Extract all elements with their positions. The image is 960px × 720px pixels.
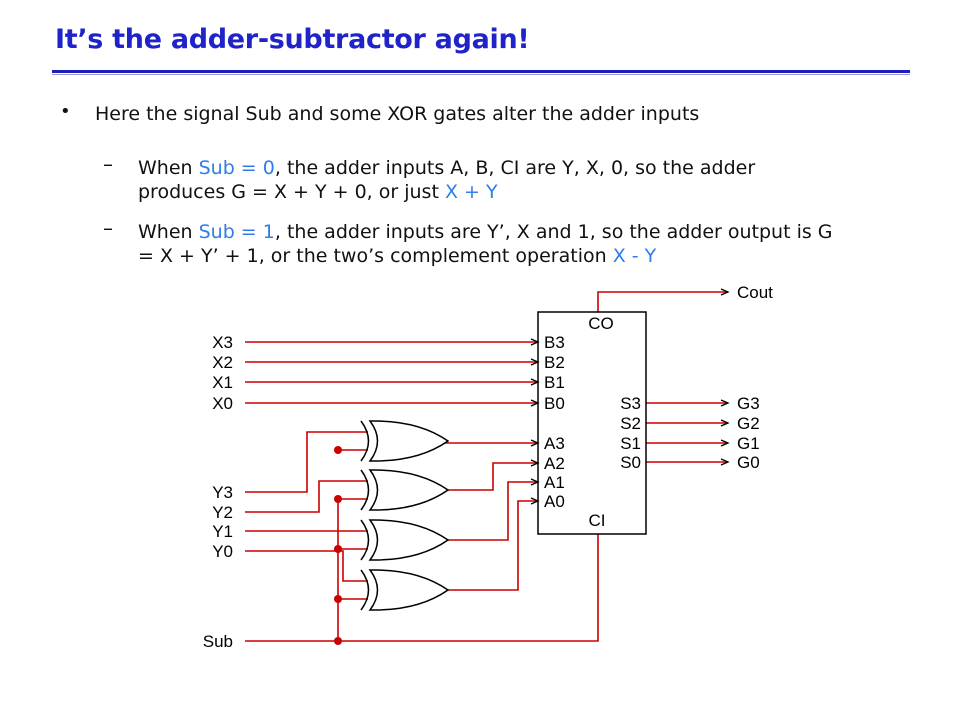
xor-gate-input-arc bbox=[360, 469, 370, 511]
g-output-label: G0 bbox=[737, 453, 760, 472]
sub2-text-c: = X + Y’ + 1, or the two’s complement op… bbox=[138, 245, 613, 267]
g-output-label: G3 bbox=[737, 394, 760, 413]
xor-gate bbox=[368, 519, 450, 561]
bullet-dot: • bbox=[60, 101, 71, 122]
junction-dot bbox=[334, 637, 342, 645]
x-input-label: X0 bbox=[212, 394, 233, 413]
adder-pin-a: A3 bbox=[544, 434, 565, 453]
y-input-label: Y3 bbox=[212, 483, 233, 502]
title-underline-shadow bbox=[52, 74, 910, 75]
sub-bullet-1-line-2: produces G = X + Y + 0, or just X + Y bbox=[138, 180, 913, 204]
xor-output-wire bbox=[439, 440, 538, 444]
sum-output-arrow bbox=[720, 458, 730, 466]
sub-bullet-1-line-1: When Sub = 0, the adder inputs A, B, CI … bbox=[138, 156, 913, 180]
adder-pin-s: S1 bbox=[620, 434, 641, 453]
x-input-label: X3 bbox=[212, 333, 233, 352]
junction-dot bbox=[334, 595, 342, 603]
sub1-text-a: When bbox=[138, 157, 199, 179]
xor-gate-layer bbox=[360, 420, 450, 611]
adder-pin-ci: CI bbox=[589, 511, 606, 530]
adder-pin-b: B3 bbox=[544, 333, 565, 352]
xor-gate-input-arc bbox=[360, 569, 370, 611]
x-input-label: X1 bbox=[212, 373, 233, 392]
sub1-text-c: produces G = X + Y + 0, or just bbox=[138, 181, 445, 203]
xor-gate bbox=[368, 420, 450, 462]
y-input-wire bbox=[245, 431, 368, 493]
adder-layer bbox=[537, 311, 647, 535]
sum-output-arrow bbox=[720, 419, 730, 427]
sub2-text-a: When bbox=[138, 221, 199, 243]
cout-label: Cout bbox=[737, 283, 773, 302]
adder-pin-a: A1 bbox=[544, 473, 565, 492]
cout-arrow bbox=[720, 288, 730, 296]
sub-bullet-dash-1: – bbox=[103, 152, 113, 176]
sub2-text-b: , the adder inputs are Y’, X and 1, so t… bbox=[274, 221, 833, 243]
y-input-wire bbox=[245, 480, 368, 513]
sub-wire bbox=[245, 534, 599, 642]
xor-output-wire bbox=[448, 462, 538, 491]
sub-bullet-2-line-2: = X + Y’ + 1, or the two’s complement op… bbox=[138, 244, 913, 268]
xor-gate-input-arc bbox=[360, 420, 370, 462]
adder-pin-b: B1 bbox=[544, 373, 565, 392]
y-input-wire bbox=[245, 550, 368, 582]
sub2-highlight-result: X - Y bbox=[612, 245, 657, 267]
y-input-label: Y0 bbox=[212, 542, 233, 561]
sub1-text-b: , the adder inputs A, B, CI are Y, X, 0,… bbox=[274, 157, 756, 179]
adder-pin-a: A2 bbox=[544, 454, 565, 473]
sub-bullet-1: When Sub = 0, the adder inputs A, B, CI … bbox=[138, 156, 913, 204]
adder-pin-s: S2 bbox=[620, 414, 641, 433]
adder-pin-a: A0 bbox=[544, 492, 565, 511]
xor-output-wire bbox=[448, 481, 538, 541]
g-output-label: G1 bbox=[737, 434, 760, 453]
adder-pin-co: CO bbox=[588, 314, 614, 333]
adder-pin-b: B2 bbox=[544, 353, 565, 372]
sub-label: Sub bbox=[203, 632, 233, 651]
sub-bullet-2: When Sub = 1, the adder inputs are Y’, X… bbox=[138, 220, 913, 268]
adder-block bbox=[537, 311, 647, 535]
junction-dot bbox=[334, 495, 342, 503]
y-input-label: Y1 bbox=[212, 522, 233, 541]
sub-bullet-dash-2: – bbox=[103, 216, 113, 240]
sub2-highlight-sub: Sub = 1 bbox=[198, 221, 275, 243]
sum-output-arrow bbox=[720, 399, 730, 407]
slide-title: It’s the adder-subtractor again! bbox=[55, 24, 530, 55]
adder-pin-s: S0 bbox=[620, 453, 641, 472]
xor-gate bbox=[368, 569, 450, 611]
y-input-label: Y2 bbox=[212, 503, 233, 522]
bullet-text: Here the signal Sub and some XOR gates a… bbox=[95, 103, 700, 125]
sub-bullet-2-line-1: When Sub = 1, the adder inputs are Y’, X… bbox=[138, 220, 913, 244]
adder-pin-b: B0 bbox=[544, 394, 565, 413]
sub1-highlight-sub: Sub = 0 bbox=[198, 157, 275, 179]
junction-dot bbox=[334, 545, 342, 553]
cout-wire bbox=[597, 291, 728, 312]
title-underline bbox=[52, 70, 910, 73]
g-output-label: G2 bbox=[737, 414, 760, 433]
xor-output-wire bbox=[448, 500, 538, 591]
sub1-highlight-result: X + Y bbox=[444, 181, 498, 203]
adder-pin-s: S3 bbox=[620, 394, 641, 413]
xor-gate-input-arc bbox=[360, 519, 370, 561]
junction-dot bbox=[334, 446, 342, 454]
xor-gate bbox=[368, 469, 450, 511]
sum-output-arrow bbox=[720, 439, 730, 447]
x-input-label: X2 bbox=[212, 353, 233, 372]
wire-layer bbox=[245, 288, 730, 645]
